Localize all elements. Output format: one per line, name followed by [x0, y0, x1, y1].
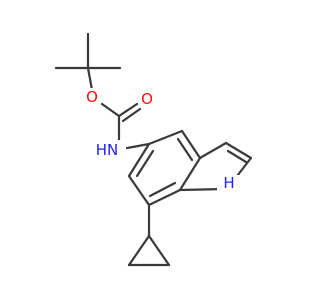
- bond-cyclopropyl-left: [127, 234, 151, 267]
- bond-ester-oxygen-to-carbonyl: [100, 102, 121, 118]
- atom-label-amide-nitrogen: H​N: [96, 141, 119, 159]
- bond-c3a-c7a: [178, 156, 202, 192]
- bond-c4-c3a: [180, 129, 202, 160]
- bond-c7a-c7: [147, 188, 182, 207]
- atom-label-ester-oxygen: O: [86, 88, 98, 106]
- atom-label-indole-nitrogen: H: [223, 174, 234, 192]
- bond-c3-c2-inner: [226, 149, 248, 164]
- bond-c3a-c3: [198, 141, 228, 160]
- bond-carbonyl-double-a: [117, 102, 139, 118]
- bond-cyclopropyl-right: [147, 234, 171, 267]
- bond-c7-c6: [127, 174, 151, 207]
- bond-carbonyl-double-b: [121, 107, 142, 123]
- bond-c6-c5: [127, 142, 151, 178]
- structure-canvas: O O H​N H: [54, 32, 253, 267]
- bond-c6-c5-inner: [135, 149, 155, 178]
- bond-c7a-c7-inner: [148, 181, 177, 198]
- atom-label-carbonyl-oxygen: O: [141, 90, 153, 108]
- bond-tbu-to-ester-oxygen: [86, 66, 94, 92]
- bond-nitrogen-to-ring: [125, 142, 151, 150]
- bond-c5-c4: [147, 129, 184, 146]
- bond-c4-c3a-inner: [176, 137, 194, 162]
- molecule-drawing: O O H​N H: [54, 32, 253, 267]
- bond-c3-c2: [224, 141, 253, 160]
